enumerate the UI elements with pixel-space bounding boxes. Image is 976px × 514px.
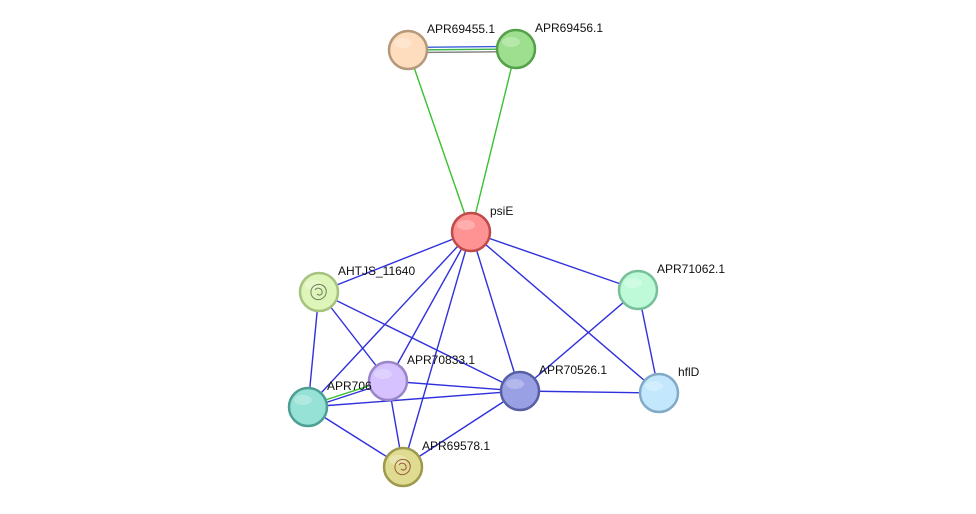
edge-line — [402, 390, 521, 468]
edge-apr706-apr70526-1[interactable] — [307, 390, 521, 408]
node-apr71062-1[interactable]: APR71062.1 — [617, 262, 725, 311]
node-circle[interactable] — [367, 360, 409, 402]
node-highlight — [506, 379, 524, 389]
node-highlight — [294, 395, 312, 405]
node-circle[interactable] — [387, 29, 429, 71]
node-apr70526-1[interactable]: APR70526.1 — [499, 363, 607, 412]
node-highlight — [502, 37, 520, 47]
node-circle[interactable] — [450, 211, 492, 253]
edge-line — [387, 380, 521, 392]
node-apr706[interactable]: APR706 — [287, 379, 372, 428]
node-layer: APR69455.1 APR69456.1 psiE AHTJS_11640 APR71… — [287, 21, 725, 488]
node-apr69578-1[interactable]: APR69578.1 — [382, 439, 490, 488]
edge-apr70833-1-apr70526-1[interactable] — [387, 380, 521, 392]
edge-psie-apr70526-1[interactable] — [470, 231, 521, 392]
node-circle[interactable] — [382, 446, 424, 488]
edge-psie-ahtjs-11640[interactable] — [318, 231, 472, 293]
node-circle[interactable] — [638, 372, 680, 414]
node-apr70833-1[interactable]: APR70833.1 — [367, 353, 475, 402]
node-apr69455-1[interactable]: APR69455.1 — [387, 22, 495, 71]
node-label: APR70833.1 — [407, 353, 475, 367]
node-label: APR706 — [327, 379, 372, 393]
edge-line — [307, 390, 521, 408]
edge-psie-hfld[interactable] — [470, 231, 660, 394]
edge-line — [470, 48, 517, 233]
node-hfld[interactable]: hflD — [638, 365, 700, 414]
edge-layer — [307, 45, 660, 468]
edge-line — [318, 231, 472, 293]
edge-psie-apr71062-1[interactable] — [470, 231, 639, 291]
node-highlight — [624, 278, 642, 288]
edge-line — [407, 49, 472, 233]
node-label: hflD — [678, 365, 700, 379]
edge-psie-apr70833-1[interactable] — [387, 231, 472, 382]
node-circle[interactable] — [495, 28, 537, 70]
edge-line — [470, 231, 639, 291]
edge-apr69456-1-psie[interactable] — [470, 48, 517, 233]
node-highlight — [389, 455, 407, 465]
edge-line — [470, 231, 521, 392]
node-psie[interactable]: psiE — [450, 204, 513, 253]
node-label: psiE — [490, 204, 513, 218]
edge-line — [307, 231, 472, 408]
protein-structure-icon — [394, 458, 411, 476]
node-circle[interactable] — [298, 271, 340, 313]
node-label: APR70526.1 — [539, 363, 607, 377]
node-highlight — [457, 220, 475, 230]
edge-line — [519, 390, 660, 394]
edge-apr70526-1-hfld[interactable] — [519, 390, 660, 394]
node-circle[interactable] — [617, 269, 659, 311]
node-apr69456-1[interactable]: APR69456.1 — [495, 21, 603, 70]
node-label: APR69455.1 — [427, 22, 495, 36]
edge-apr69455-1-psie[interactable] — [407, 49, 472, 233]
node-highlight — [374, 369, 392, 379]
node-label: APR69578.1 — [422, 439, 490, 453]
node-highlight — [394, 38, 412, 48]
edge-apr70526-1-apr69578-1[interactable] — [402, 390, 521, 468]
protein-structure-icon — [310, 283, 327, 301]
node-circle[interactable] — [287, 386, 329, 428]
edge-ahtjs-11640-apr70526-1[interactable] — [318, 291, 521, 392]
node-highlight — [645, 381, 663, 391]
edge-line — [318, 291, 521, 392]
node-ahtjs-11640[interactable]: AHTJS_11640 — [298, 264, 415, 313]
edge-psie-apr706[interactable] — [307, 231, 472, 408]
edge-line — [387, 231, 472, 382]
node-highlight — [305, 280, 323, 290]
node-label: APR69456.1 — [535, 21, 603, 35]
node-label: AHTJS_11640 — [338, 264, 415, 278]
edge-line — [470, 231, 660, 394]
node-label: APR71062.1 — [657, 262, 725, 276]
edge-line — [519, 289, 639, 392]
node-circle[interactable] — [499, 370, 541, 412]
edge-apr71062-1-apr70526-1[interactable] — [519, 289, 639, 392]
